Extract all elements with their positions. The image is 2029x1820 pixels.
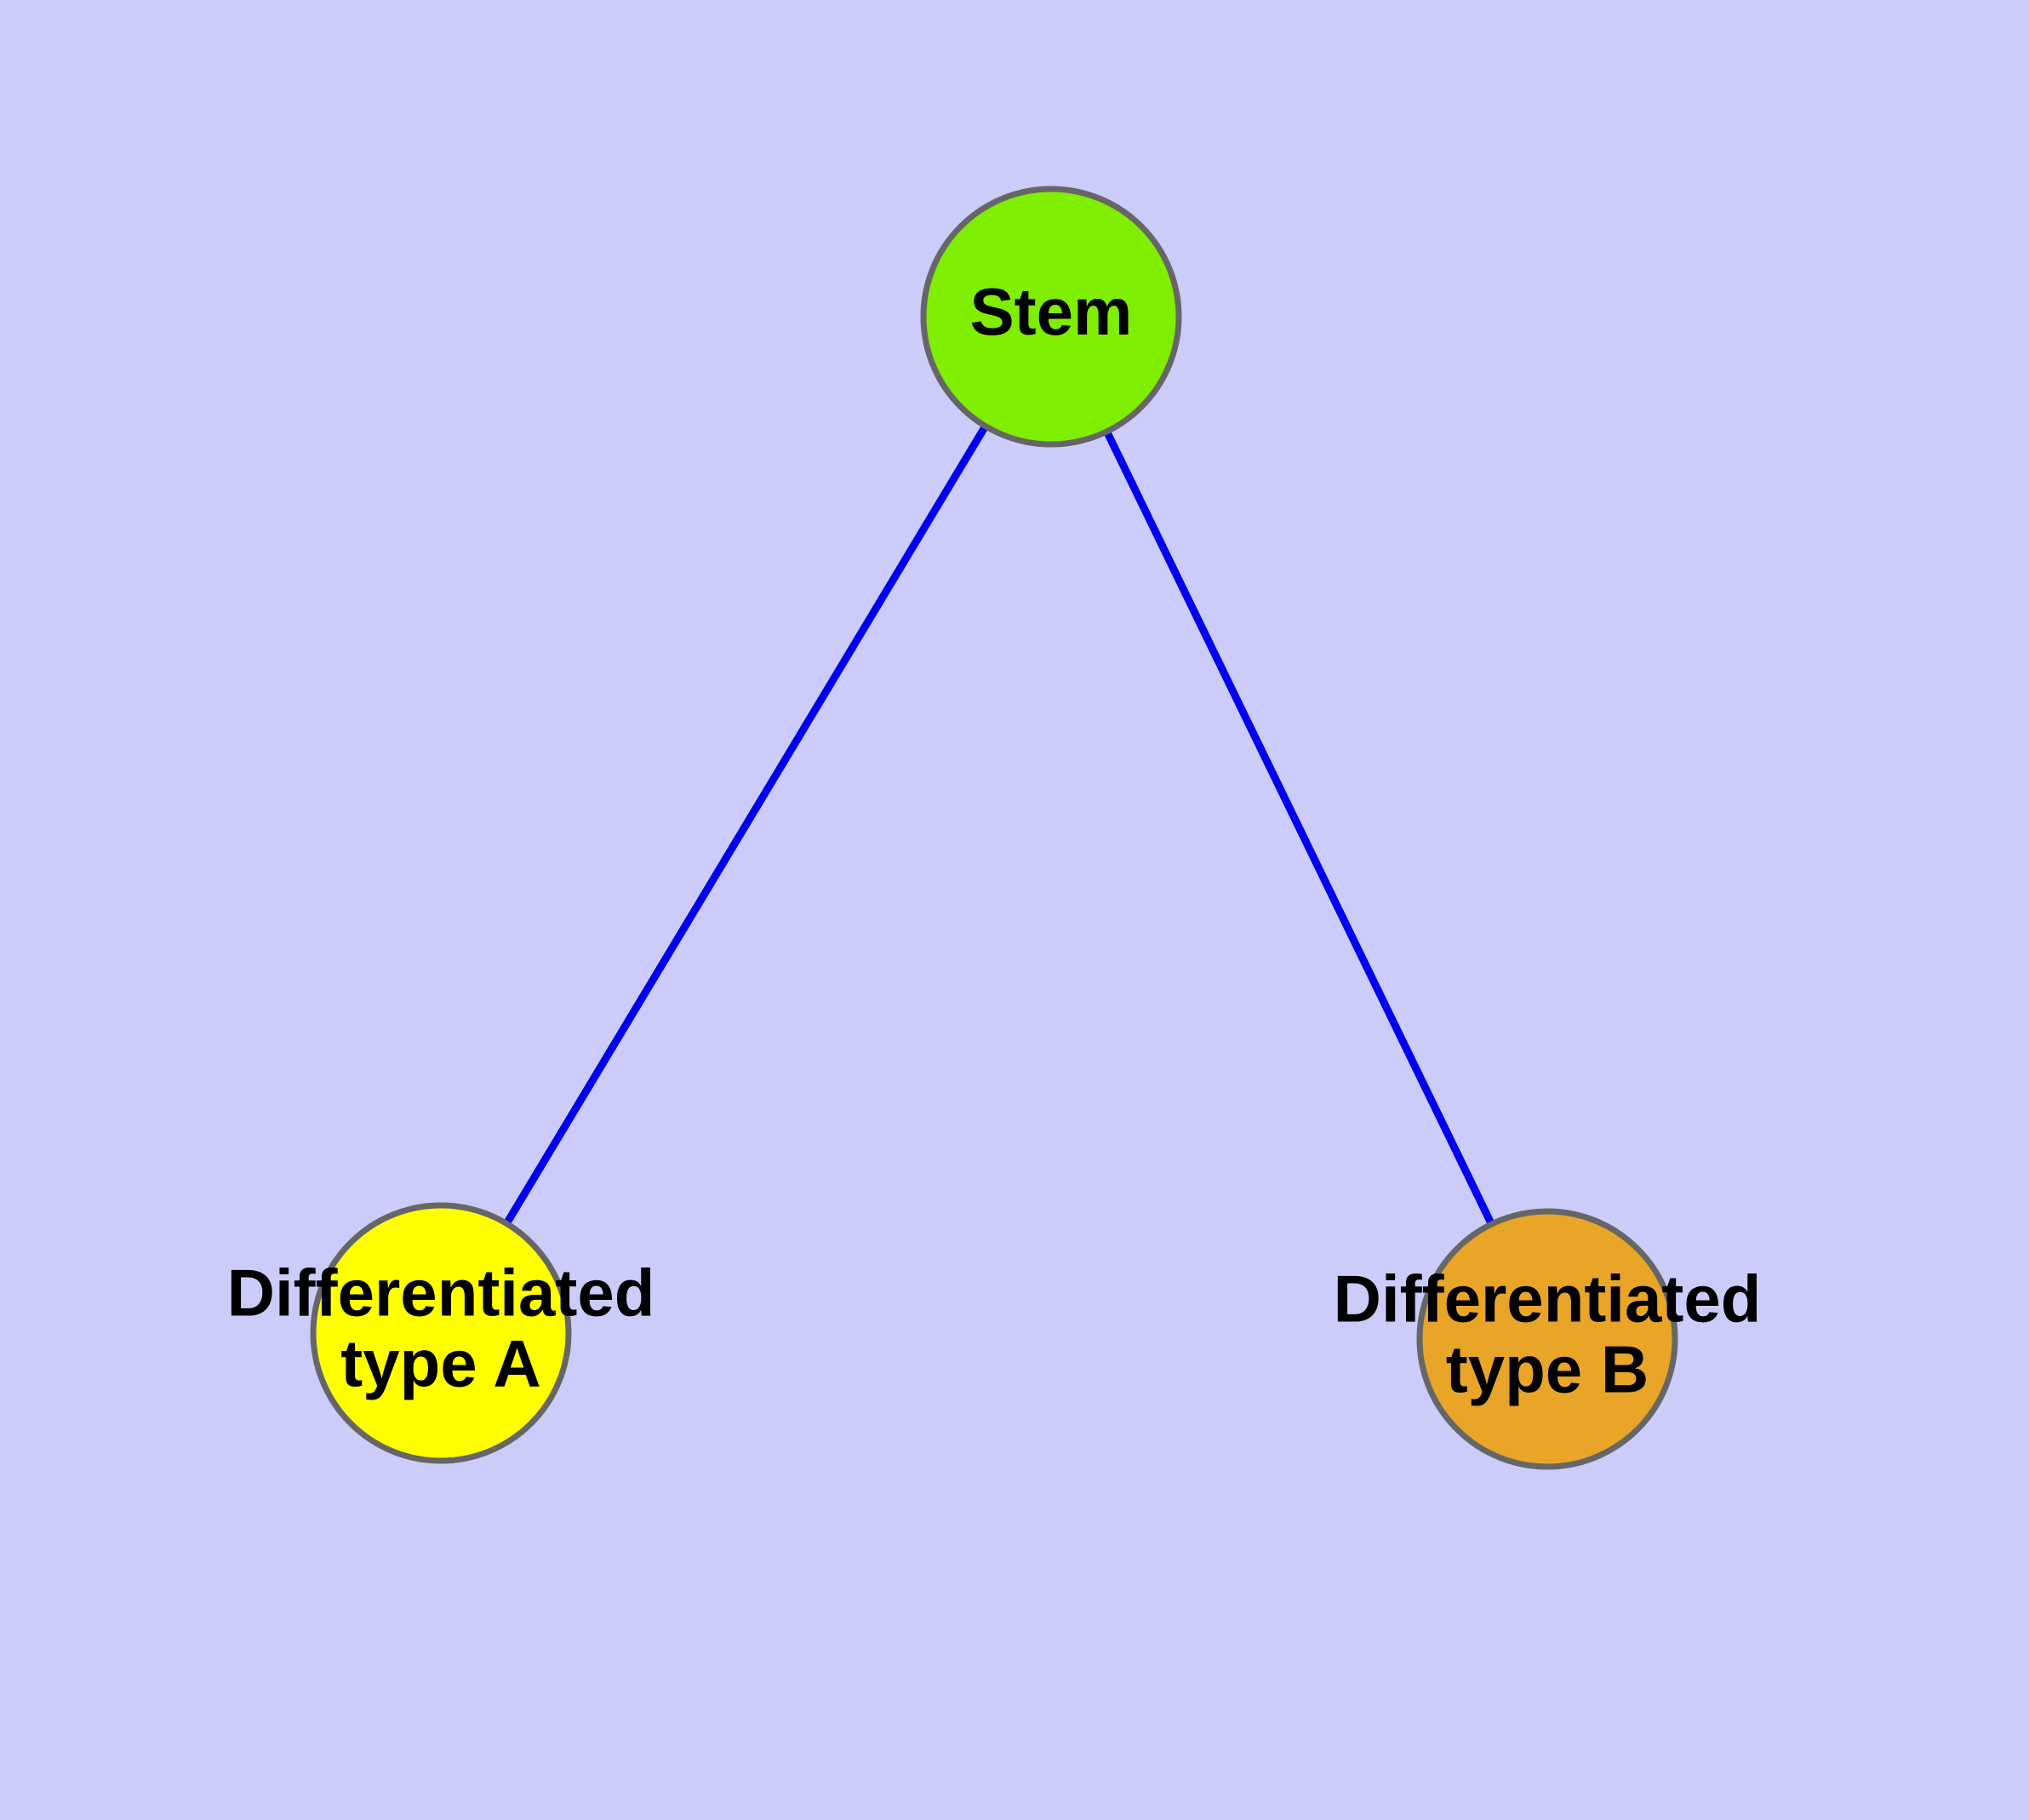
graph-edge[interactable] — [501, 421, 991, 1229]
graph-edge[interactable] — [1101, 426, 1497, 1229]
graph-node-stem[interactable]: Stem — [920, 186, 1182, 448]
node-circle-stem[interactable] — [920, 186, 1182, 448]
node-circle-diff_a[interactable] — [310, 1202, 572, 1464]
edges-layer — [501, 421, 1497, 1229]
node-label-stem: Stem — [970, 274, 1133, 349]
node-circle-diff_b[interactable] — [1416, 1208, 1678, 1470]
